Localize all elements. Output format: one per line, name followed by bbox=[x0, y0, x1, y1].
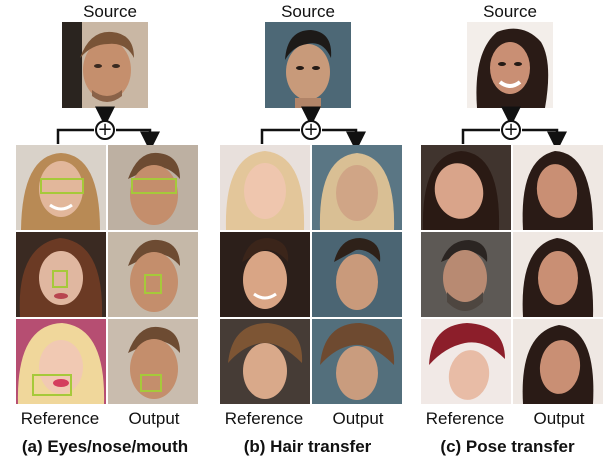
caption-b: (b) Hair transfer bbox=[243, 437, 372, 456]
source-image-c bbox=[467, 22, 553, 108]
reference-image-b1 bbox=[220, 145, 310, 230]
highlight-box-nose-out bbox=[144, 274, 162, 294]
highlight-box-eyes-ref bbox=[40, 178, 84, 194]
output-image-a2 bbox=[108, 232, 198, 317]
reference-image-c2 bbox=[421, 232, 511, 317]
output-image-b3 bbox=[312, 319, 402, 404]
highlight-box-nose-ref bbox=[52, 270, 68, 288]
reference-image-a1 bbox=[16, 145, 106, 230]
output-image-b1 bbox=[312, 145, 402, 230]
reference-label-b: Reference bbox=[224, 409, 304, 428]
plus-icon-b: + bbox=[301, 120, 321, 140]
output-image-a1 bbox=[108, 145, 198, 230]
highlight-box-eyes-out bbox=[131, 178, 177, 194]
reference-image-a2 bbox=[16, 232, 106, 317]
caption-c: (c) Pose transfer bbox=[440, 437, 575, 456]
output-label-c: Output bbox=[533, 409, 585, 428]
reference-image-c3 bbox=[421, 319, 511, 404]
plus-icon-a: + bbox=[95, 120, 115, 140]
output-label-a: Output bbox=[128, 409, 180, 428]
output-image-c2 bbox=[513, 232, 603, 317]
reference-image-c1 bbox=[421, 145, 511, 230]
source-label-b: Source bbox=[281, 2, 335, 21]
source-label-a: Source bbox=[83, 2, 137, 21]
source-label-c: Source bbox=[483, 2, 537, 21]
output-image-a3 bbox=[108, 319, 198, 404]
reference-image-a3 bbox=[16, 319, 106, 404]
caption-a: (a) Eyes/nose/mouth bbox=[21, 437, 189, 456]
reference-label-a: Reference bbox=[20, 409, 100, 428]
reference-image-b3 bbox=[220, 319, 310, 404]
highlight-box-mouth-ref bbox=[32, 374, 72, 396]
output-image-c1 bbox=[513, 145, 603, 230]
output-image-b2 bbox=[312, 232, 402, 317]
arrows-diagram bbox=[56, 106, 567, 152]
output-image-c3 bbox=[513, 319, 603, 404]
highlight-box-mouth-out bbox=[140, 374, 162, 392]
source-image-b bbox=[265, 22, 351, 108]
reference-label-c: Reference bbox=[425, 409, 505, 428]
output-label-b: Output bbox=[332, 409, 384, 428]
reference-image-b2 bbox=[220, 232, 310, 317]
source-image-a bbox=[62, 22, 148, 108]
plus-icon-c: + bbox=[501, 120, 521, 140]
